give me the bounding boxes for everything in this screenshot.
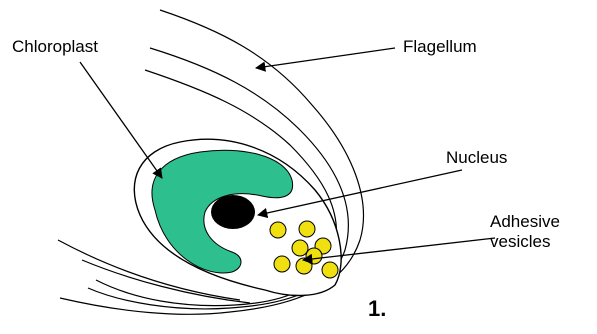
- vesicle: [299, 221, 315, 237]
- figure-number: 1.: [368, 296, 386, 322]
- flagellum-pointer: [256, 48, 395, 68]
- chloroplast-label: Chloroplast: [12, 37, 98, 57]
- chloroplast-pointer: [80, 62, 162, 178]
- vesicle: [322, 262, 338, 278]
- flagellum-label: Flagellum: [403, 37, 477, 57]
- nucleus-shape: [211, 195, 255, 229]
- vesicle: [274, 256, 290, 272]
- vesicle: [270, 222, 286, 238]
- nucleus-label: Nucleus: [446, 148, 507, 168]
- adhesive-vesicles-label: Adhesive vesicles: [490, 212, 590, 252]
- vesicle: [292, 240, 308, 256]
- vesicle: [306, 248, 322, 264]
